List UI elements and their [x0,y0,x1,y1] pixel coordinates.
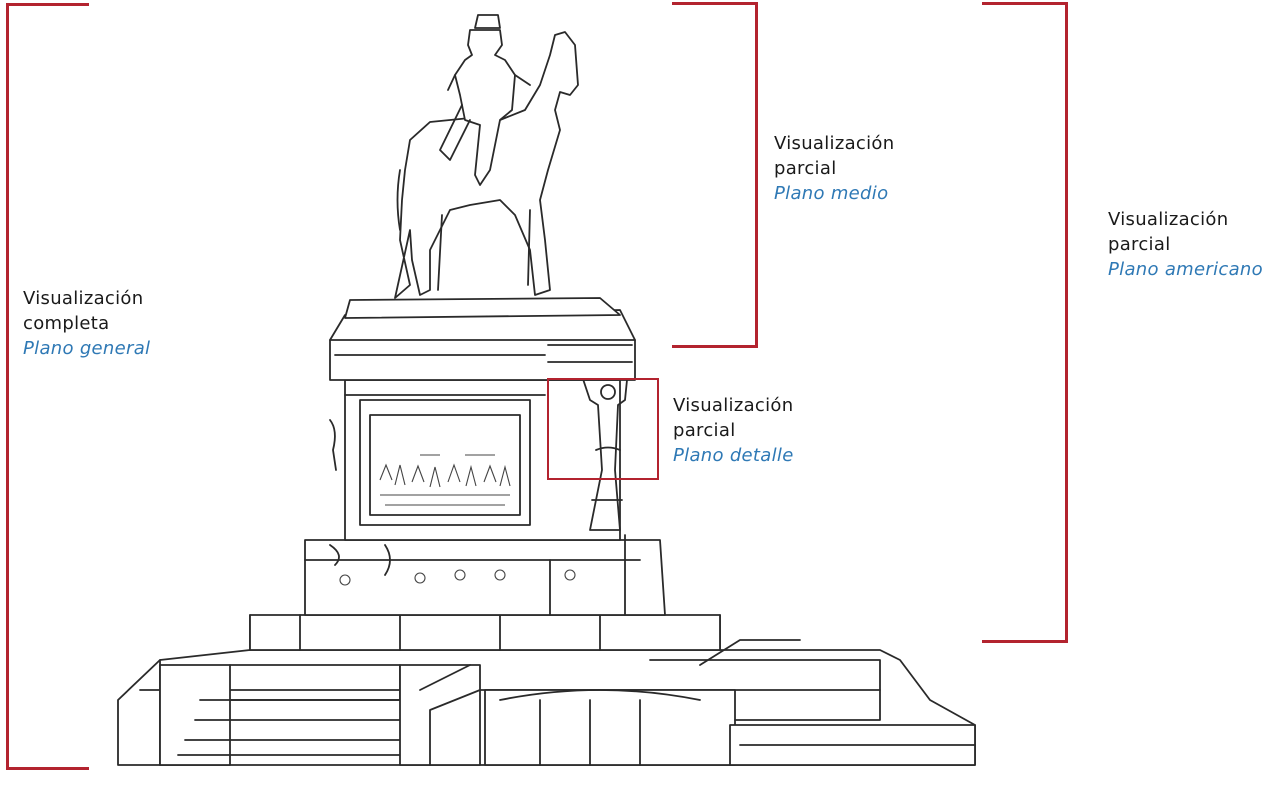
label-americano-line1: Visualización [1108,209,1229,230]
label-plano-general: Visualización completa Plano general [23,286,150,361]
label-americano-line2: parcial [1108,234,1171,255]
label-general-line2: completa [23,313,110,334]
label-general-sub: Plano general [23,338,151,359]
label-medio-line2: parcial [774,158,837,179]
bracket-plano-general [6,3,89,770]
label-detalle-line2: parcial [673,420,736,441]
monument-pedestal [330,370,628,540]
label-detalle-sub: Plano detalle [673,445,794,466]
label-plano-americano: Visualización parcial Plano americano [1108,207,1263,282]
monument-lower-platform [118,615,975,765]
label-plano-detalle: Visualización parcial Plano detalle [673,393,794,468]
box-plano-detalle [547,378,659,480]
label-americano-sub: Plano americano [1108,259,1263,280]
label-detalle-line1: Visualización [673,395,794,416]
bracket-plano-medio [672,2,758,348]
monument-middle-base [305,535,665,615]
label-general-line1: Visualización [23,288,144,309]
monument-cornice [330,298,635,380]
bracket-plano-americano [982,2,1068,643]
label-plano-medio: Visualización parcial Plano medio [774,131,894,206]
equestrian-statue [395,15,578,298]
label-medio-line1: Visualización [774,133,895,154]
label-medio-sub: Plano medio [774,183,889,204]
